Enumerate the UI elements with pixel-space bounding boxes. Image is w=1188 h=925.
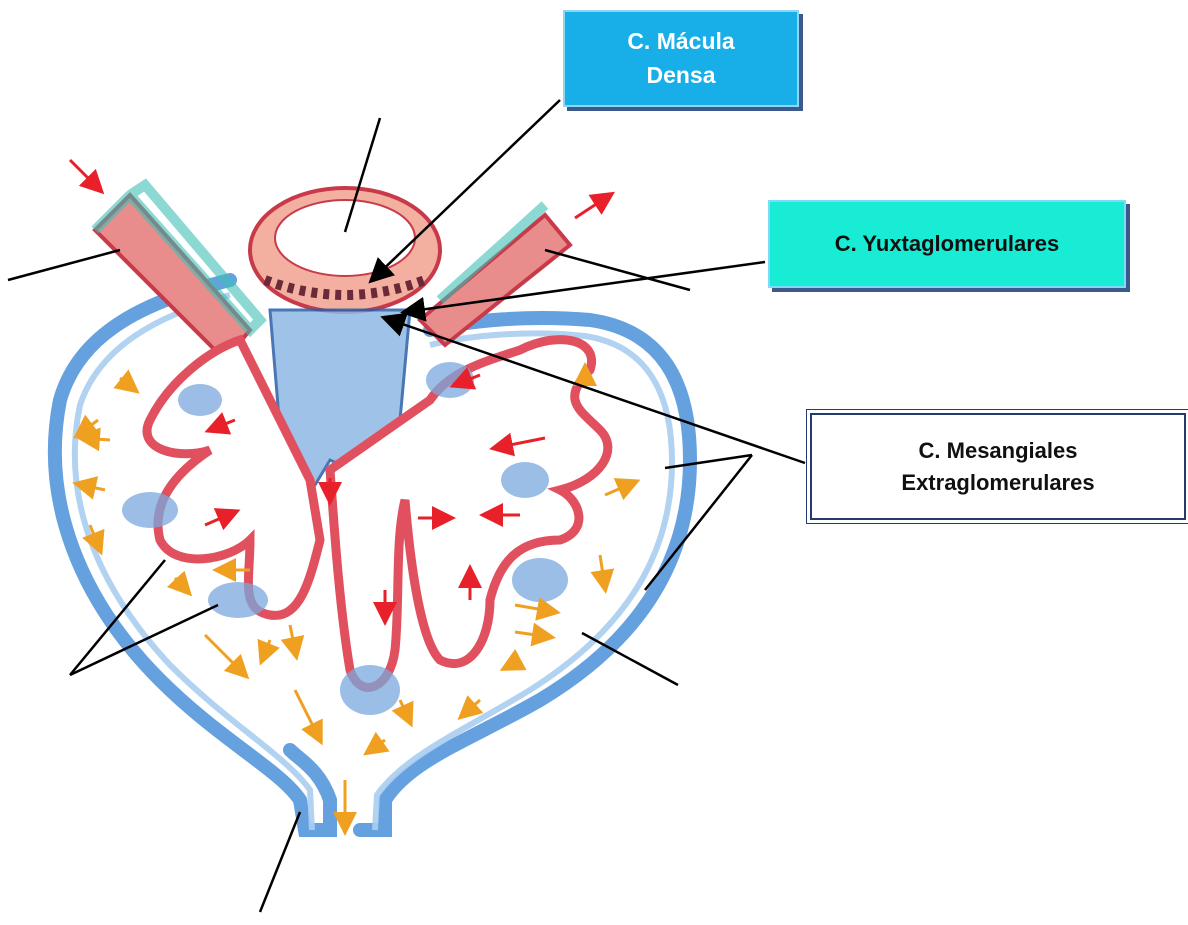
label-mesangiales-line1: C. Mesangiales: [901, 435, 1094, 467]
leader-efferent: [545, 250, 690, 290]
leader-afferent: [8, 250, 120, 280]
label-yuxtaglomerulares: C. Yuxtaglomerulares: [768, 200, 1126, 288]
leader-capsule-2: [645, 455, 752, 590]
distal-tubule-lumen: [275, 200, 415, 276]
label-yuxtaglomerulares-text: C. Yuxtaglomerulares: [835, 228, 1060, 260]
leader-proximal-tubule: [260, 812, 300, 912]
label-mesangiales-line2: Extraglomerulares: [901, 467, 1094, 499]
label-macula-densa: C. Mácula Densa: [563, 10, 799, 107]
label-macula-densa-line2: Densa: [627, 59, 734, 92]
label-macula-densa-line1: C. Mácula: [627, 25, 734, 58]
leader-capsule-1: [665, 455, 752, 468]
label-mesangiales-extraglomerulares: C. Mesangiales Extraglomerulares: [810, 413, 1186, 520]
